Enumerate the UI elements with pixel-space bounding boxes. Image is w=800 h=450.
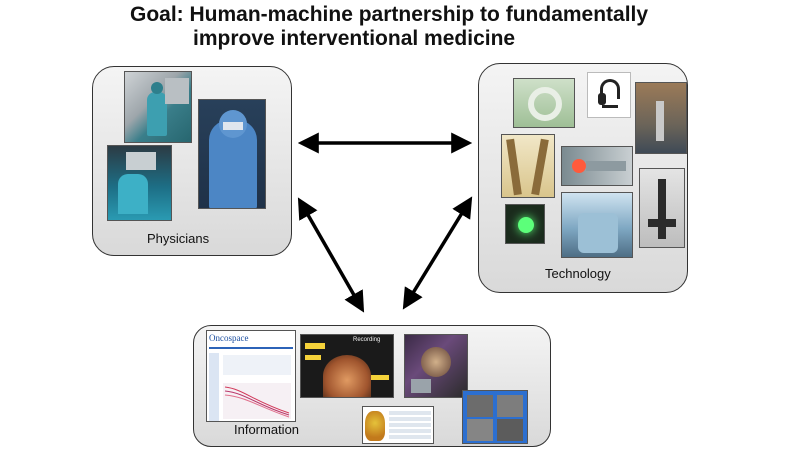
information-box: Oncospace Recording Information bbox=[193, 325, 551, 447]
surgical-navigation-screenshot bbox=[404, 334, 468, 398]
oncospace-screenshot: Oncospace bbox=[206, 330, 296, 422]
continuum-robot-photo bbox=[501, 134, 555, 198]
surgeon-gown-photo bbox=[198, 99, 266, 209]
recording-label: Recording bbox=[353, 337, 381, 343]
surgeon-microscope-photo bbox=[107, 145, 172, 221]
endoscopy-overlay-screenshot: Recording bbox=[300, 334, 394, 398]
technology-label: Technology bbox=[545, 266, 611, 281]
technology-box: Technology bbox=[478, 63, 688, 293]
dose-curves bbox=[224, 386, 290, 418]
ultrasound-multiview-screenshot bbox=[462, 390, 528, 444]
3d-model-table-screenshot bbox=[362, 406, 434, 444]
title-line-1: Goal: Human-machine partnership to funda… bbox=[130, 3, 649, 26]
green-laser-photo bbox=[505, 204, 545, 244]
handheld-tool-photo bbox=[561, 146, 633, 186]
headset-photo bbox=[587, 72, 631, 118]
arrow-technology-information bbox=[402, 196, 473, 310]
information-label: Information bbox=[234, 422, 300, 437]
physicians-box: Physicians bbox=[92, 66, 292, 256]
arrow-physicians-information bbox=[297, 197, 365, 313]
ct-scanner-photo bbox=[513, 78, 575, 128]
robot-arm-lab-photo bbox=[635, 82, 687, 154]
title-line-2: improve interventional medicine bbox=[193, 27, 516, 50]
oncospace-title: Oncospace bbox=[209, 333, 249, 343]
physicians-label: Physicians bbox=[147, 231, 210, 246]
surgeon-console-photo bbox=[124, 71, 192, 143]
robotic-manipulator-photo bbox=[639, 168, 685, 248]
operating-room-photo bbox=[561, 192, 633, 258]
